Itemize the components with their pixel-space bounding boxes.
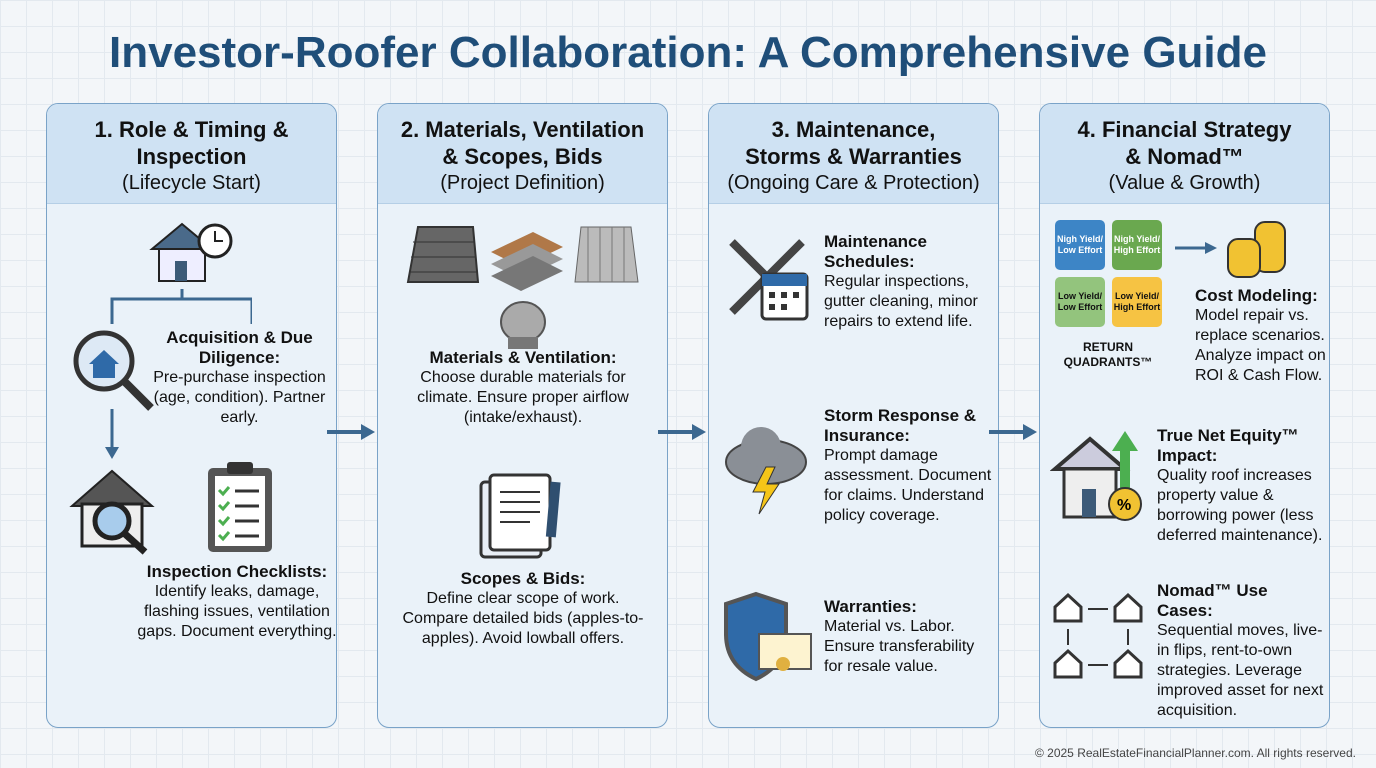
true-net-equity-block: True Net Equity™ Impact:Quality roof inc… [1157, 426, 1323, 544]
page-title: Investor-Roofer Collaboration: A Compreh… [109, 28, 1267, 77]
down-arrow-icon [105, 409, 119, 459]
panel-heading: 1. Role & Timing & Inspection [94, 117, 289, 169]
checklist-icon [208, 462, 272, 552]
roofing-materials-icon [406, 226, 639, 349]
panel-maintenance: 3. Maintenance, Storms & Warranties (Ongo… [708, 103, 999, 728]
right-arrow-icon [1175, 242, 1217, 254]
nomad-cycle-icon [1053, 592, 1143, 679]
warranties-block: Warranties:Material vs. Labor. Ensure tr… [824, 597, 975, 675]
panel-subtitle: (Value & Growth) [1108, 172, 1261, 194]
panel-subtitle: (Project Definition) [440, 172, 605, 194]
flow-arrow-icon [658, 424, 706, 440]
shield-certificate-icon [724, 591, 812, 682]
cost-modeling-block: Cost Modeling:Model repair vs. replace s… [1195, 286, 1326, 384]
flow-arrow-icon [327, 424, 375, 440]
maintenance-block: Maintenance Schedules:Regular inspection… [824, 232, 978, 330]
quadrant: Nigh Yield/ High Effort [1112, 220, 1162, 270]
quadrant: Nigh Yield/ Low Effort [1055, 220, 1105, 270]
panel-subtitle: (Lifecycle Start) [122, 172, 261, 194]
house-clock-icon [149, 222, 233, 282]
flow-arrow-icon [989, 424, 1037, 440]
panel-financial: 4. Financial Strategy & Nomad™ (Value & G… [1039, 103, 1330, 728]
quadrant: Low Yield/ Low Effort [1055, 277, 1105, 327]
document-pen-icon [479, 473, 561, 559]
svg-text:%: % [1117, 497, 1131, 514]
materials-ventilation-block: Materials & Ventilation:Choose durable m… [417, 348, 629, 426]
acquisition-block: Acquisition & Due Diligence:Pre-purchase… [153, 328, 326, 426]
panel-heading: 2. Materials, Ventilation & Scopes, Bids [400, 117, 645, 169]
scopes-bids-block: Scopes & Bids:Define clear scope of work… [402, 569, 644, 647]
return-quadrants-label: RETURN QUADRANTS™ [1063, 340, 1153, 369]
house-equity-icon: % [1050, 431, 1142, 521]
branch-arrows-icon [110, 289, 252, 324]
magnifier-house-icon [73, 330, 154, 411]
storm-response-block: Storm Response & Insurance:Prompt damage… [824, 406, 992, 524]
tools-calendar-icon [729, 239, 809, 321]
inspection-checklists-block: Inspection Checklists:Identify leaks, da… [137, 562, 337, 640]
panel-subtitle: (Ongoing Care & Protection) [727, 172, 980, 194]
panel-role-timing: 1. Role & Timing & Inspection (Lifecycle … [46, 103, 337, 728]
panel-heading: 4. Financial Strategy & Nomad™ [1077, 117, 1292, 169]
quadrant: Low Yield/ High Effort [1112, 277, 1162, 327]
copyright-footer: © 2025 RealEstateFinancialPlanner.com. A… [1034, 746, 1356, 760]
storm-cloud-icon [725, 427, 807, 515]
coins-icon [1227, 221, 1286, 278]
panel-materials: 2. Materials, Ventilation & Scopes, Bids… [377, 103, 668, 728]
house-inspection-icon [69, 469, 155, 555]
panel-heading: 3. Maintenance, Storms & Warranties [745, 117, 962, 169]
nomad-use-cases-block: Nomad™ Use Cases:Sequential moves, live-… [1157, 581, 1324, 719]
